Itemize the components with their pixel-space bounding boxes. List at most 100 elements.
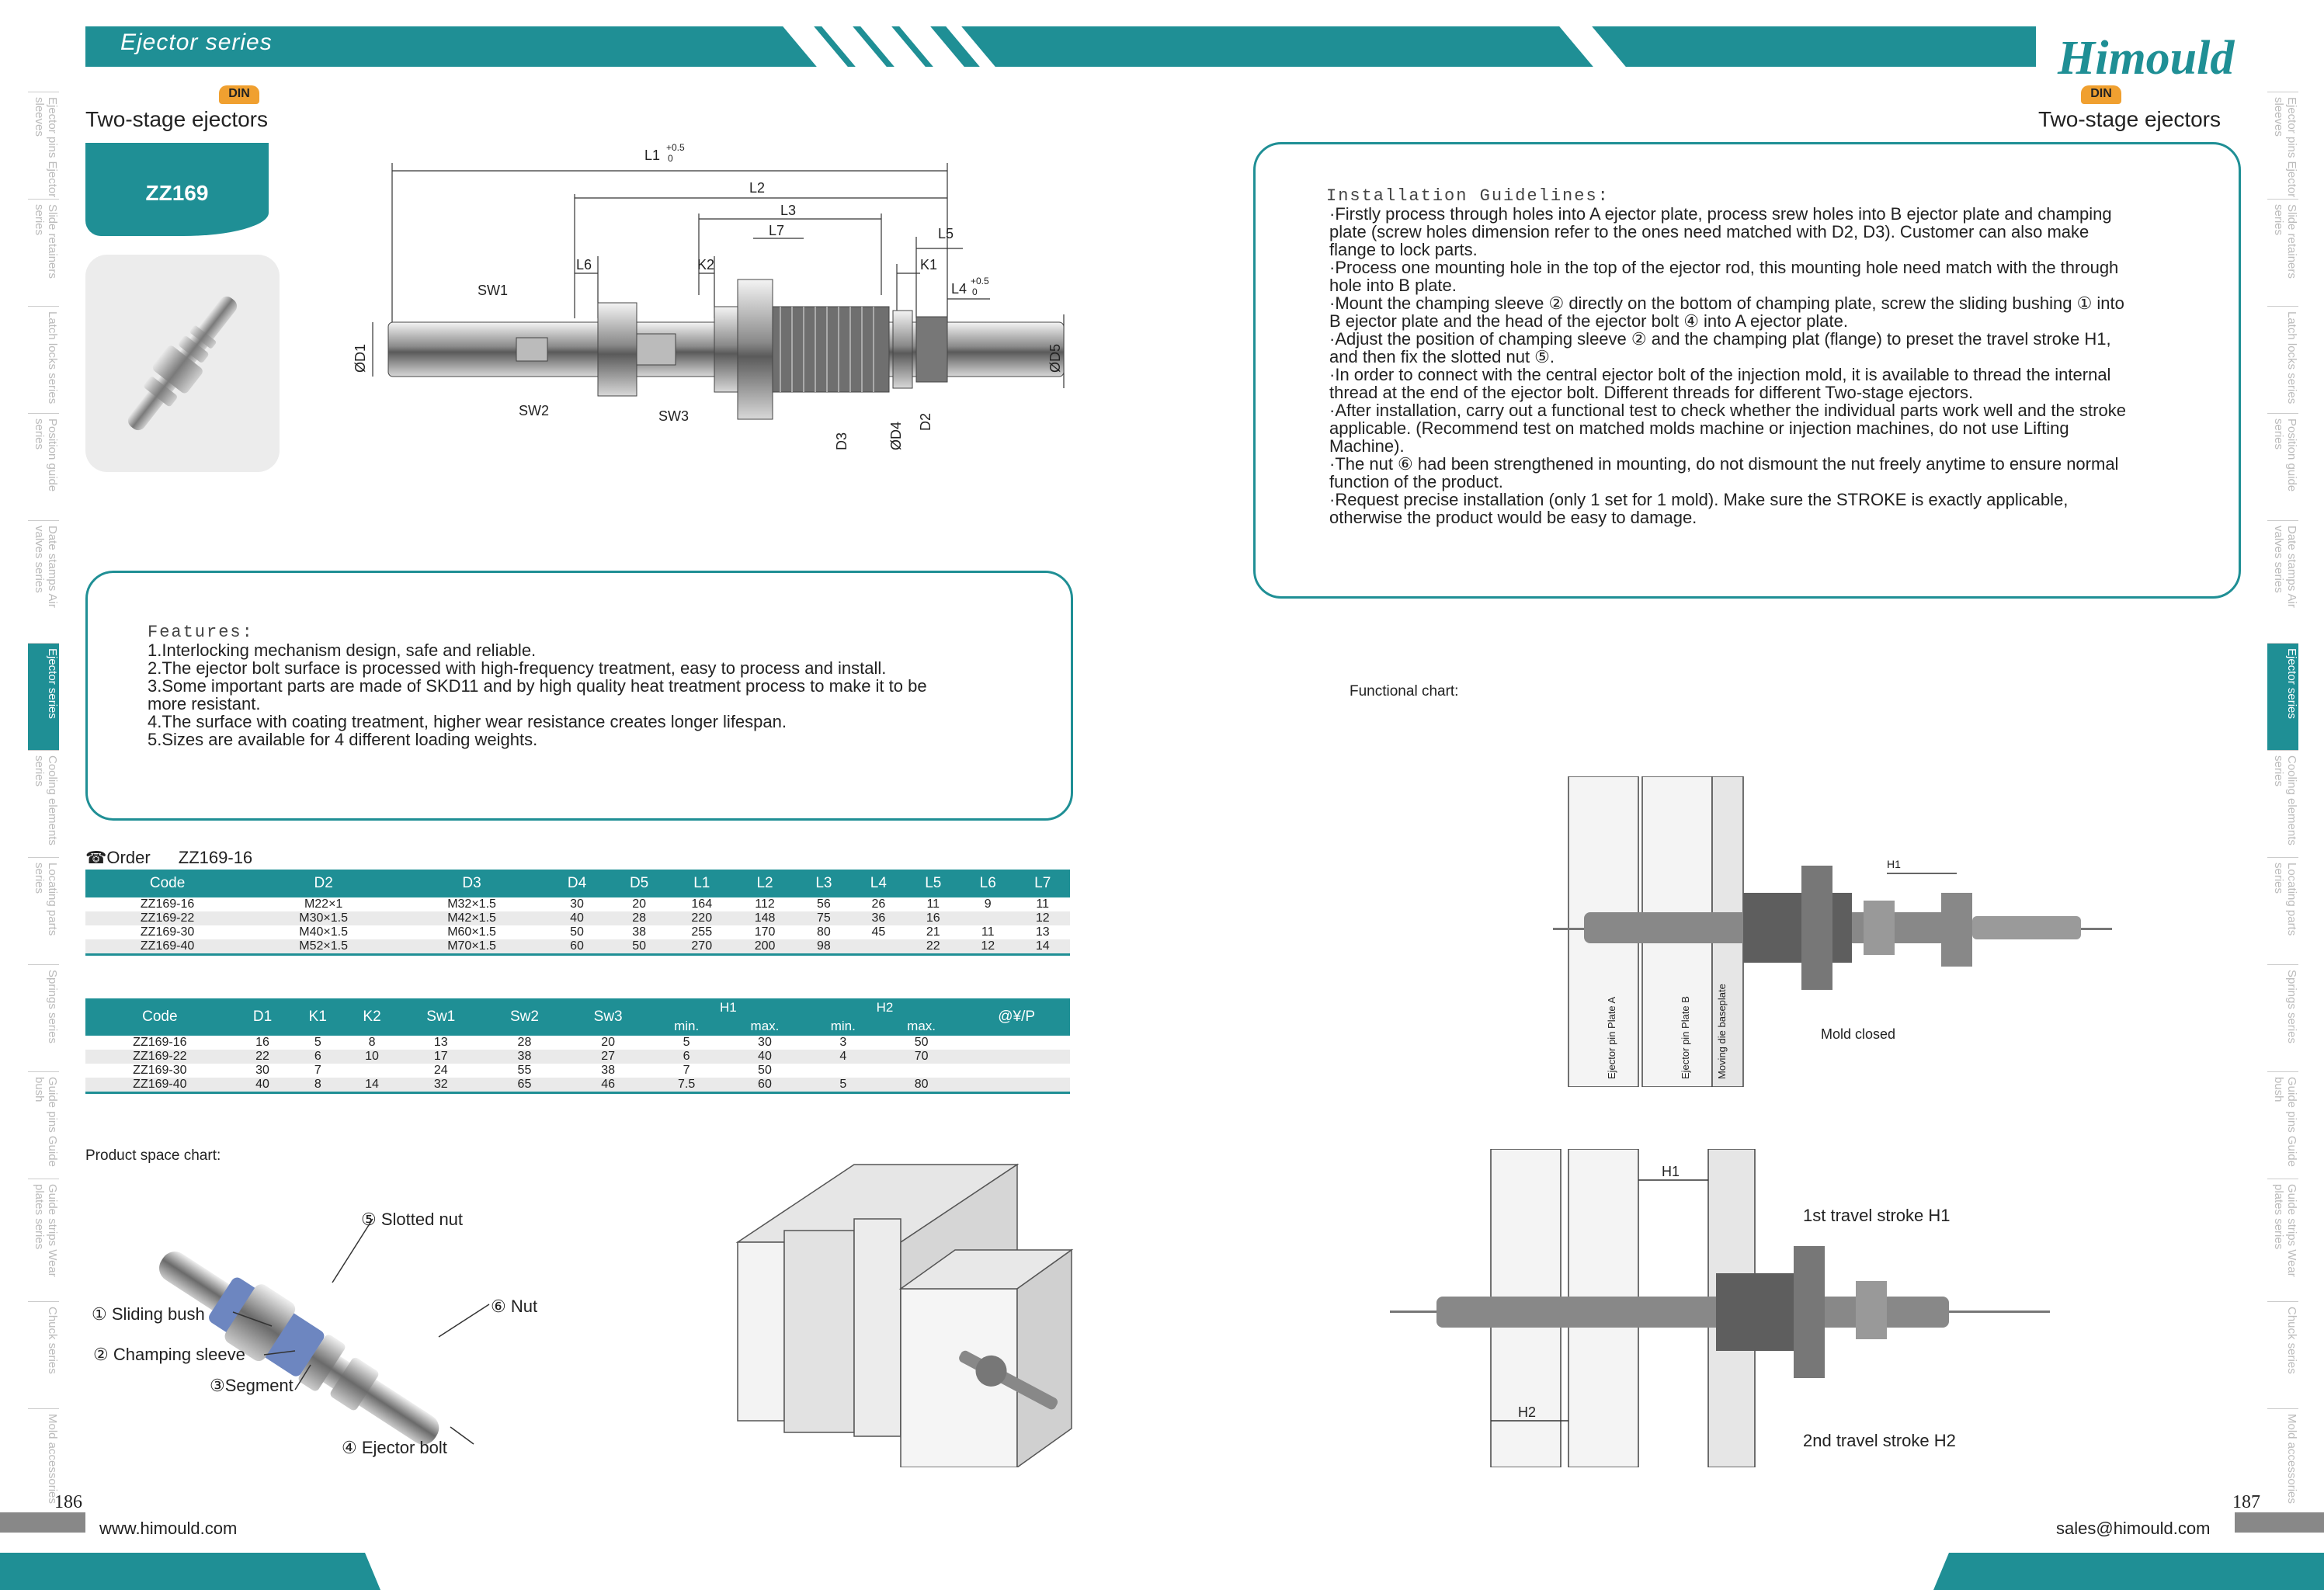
part-sliding-bush: ① Sliding bush: [92, 1304, 205, 1324]
table-cell: [807, 1064, 880, 1078]
side-tab-right-10[interactable]: Guide strips Wear plates series: [2267, 1179, 2298, 1301]
footer-bar-right: [1933, 1553, 2324, 1590]
label-sw2: SW2: [519, 403, 549, 418]
table-cell: 14: [345, 1078, 399, 1093]
label-d2: D2: [918, 413, 933, 431]
table-cell: [961, 911, 1016, 925]
din-badge-left: DIN: [219, 85, 259, 104]
side-tab-right-1[interactable]: Slide retainers series: [2267, 199, 2298, 306]
plate-b-label: Ejector pin Plate B: [1680, 996, 1691, 1079]
table-cell: ZZ169-40: [85, 1078, 234, 1093]
label-d3: D3: [834, 432, 849, 450]
table-cell: 40: [234, 1078, 291, 1093]
table-cell: 200: [733, 939, 797, 955]
side-tab-left-10[interactable]: Guide strips Wear plates series: [28, 1179, 59, 1301]
side-tab-left-3[interactable]: Position guide series: [28, 413, 59, 520]
text-line: B ejector plate and the head of the ejec…: [1329, 311, 1848, 331]
table2-header: Sw3: [566, 998, 650, 1036]
side-tab-left-11[interactable]: Chuck series: [28, 1301, 59, 1408]
model-tab: ZZ169: [85, 143, 269, 236]
table-cell: 50: [758, 1064, 772, 1077]
footer-website[interactable]: www.himould.com: [99, 1519, 238, 1538]
table-cell: M70×1.5: [398, 939, 547, 955]
table2-header: H1: [649, 998, 807, 1017]
text-line: hole into B plate.: [1329, 276, 1457, 295]
side-tab-left-4[interactable]: Date stamps Air valves series: [28, 520, 59, 643]
side-tab-left-7[interactable]: Locating parts series: [28, 857, 59, 964]
side-tab-left-6[interactable]: Cooling elements series: [28, 750, 59, 857]
side-tab-left-1[interactable]: Slide retainers series: [28, 199, 59, 306]
table-cell: 30: [255, 1064, 269, 1077]
table2-header: @¥/P: [963, 998, 1070, 1036]
side-tab-right-5[interactable]: Ejector series: [2267, 643, 2298, 750]
table-cell: 7: [683, 1064, 690, 1077]
functional-chart-closed: H1 Ejector pin Plate A Ejector pin Plate…: [1553, 776, 2112, 1088]
table-cell: 5: [314, 1036, 321, 1049]
side-tab-right-3[interactable]: Position guide series: [2267, 413, 2298, 520]
table-cell: 14: [1015, 939, 1070, 955]
footer-email[interactable]: sales@himould.com: [2056, 1519, 2211, 1538]
table-cell: 98: [796, 939, 852, 955]
table-cell: 28: [608, 911, 671, 925]
side-tab-right-11[interactable]: Chuck series: [2267, 1301, 2298, 1408]
installation-box: [1253, 142, 2241, 599]
closed-h1-label: H1: [1887, 858, 1901, 870]
table1-header: L7: [1015, 870, 1070, 897]
side-tab-left-8[interactable]: Springs series: [28, 964, 59, 1071]
table-cell: 60: [546, 939, 609, 955]
side-tab-right-9[interactable]: Guide pins Guide bush: [2267, 1071, 2298, 1179]
side-tab-right-12[interactable]: Mold accessories: [2267, 1408, 2298, 1514]
phone-icon: ☎: [85, 848, 107, 867]
side-tab-right-2[interactable]: Latch locks series: [2267, 306, 2298, 413]
side-tab-right-6[interactable]: Cooling elements series: [2267, 750, 2298, 857]
text-line: ·Firstly process through holes into A ej…: [1329, 204, 2112, 224]
table-cell: 32: [398, 1078, 483, 1093]
table-cell: 30: [570, 897, 584, 911]
svg-text:0: 0: [668, 153, 673, 164]
table-cell: 3: [839, 1036, 847, 1049]
text-line: ·Adjust the position of champing sleeve …: [1329, 329, 2111, 349]
table-cell: 21: [926, 925, 940, 939]
table-cell: 6: [290, 1050, 346, 1064]
space-chart-title: Product space chart:: [85, 1147, 221, 1164]
moving-die-label: Moving die baseplate: [1716, 984, 1728, 1079]
side-tab-right-7[interactable]: Locating parts series: [2267, 857, 2298, 964]
table-cell: 50: [914, 1036, 929, 1049]
table-cell: 5: [683, 1036, 690, 1049]
stroke-h2-label: H2: [1518, 1404, 1536, 1420]
side-tab-left-12[interactable]: Mold accessories: [28, 1408, 59, 1514]
table-cell: 112: [755, 897, 775, 911]
label-l4: L4: [951, 281, 967, 297]
side-tab-right-0[interactable]: Ejector pins Ejector sleeves: [2267, 92, 2298, 199]
side-tab-right-4[interactable]: Date stamps Air valves series: [2267, 520, 2298, 643]
label-l5: L5: [938, 226, 954, 241]
table-cell: 27: [566, 1050, 650, 1064]
part-champing-sleeve: ② Champing sleeve: [93, 1345, 245, 1364]
table-cell: M42×1.5: [398, 911, 547, 925]
label-l7: L7: [769, 223, 784, 238]
svg-text:+0.5: +0.5: [971, 276, 989, 286]
side-tab-left-2[interactable]: Latch locks series: [28, 306, 59, 413]
table-cell: 11: [926, 897, 940, 911]
table-cell: 30: [758, 1036, 772, 1049]
part-nut: ⑥ Nut: [491, 1297, 538, 1316]
table-cell: 60: [723, 1078, 807, 1093]
table1-header: D5: [608, 870, 671, 897]
table-cell: 220: [670, 911, 734, 925]
table-cell: M60×1.5: [447, 925, 496, 939]
table-cell: 22: [905, 939, 961, 955]
table-cell: 36: [851, 911, 906, 925]
side-tab-left-0[interactable]: Ejector pins Ejector sleeves: [28, 92, 59, 199]
table1-header: L6: [961, 870, 1016, 897]
brand-logo: Himould: [2058, 32, 2235, 85]
side-tab-left-9[interactable]: Guide pins Guide bush: [28, 1071, 59, 1179]
table2-subheader: max.: [879, 1017, 964, 1036]
side-tab-left-5[interactable]: Ejector series: [28, 643, 59, 750]
side-tab-right-8[interactable]: Springs series: [2267, 964, 2298, 1071]
table-cell: 70: [879, 1050, 964, 1064]
